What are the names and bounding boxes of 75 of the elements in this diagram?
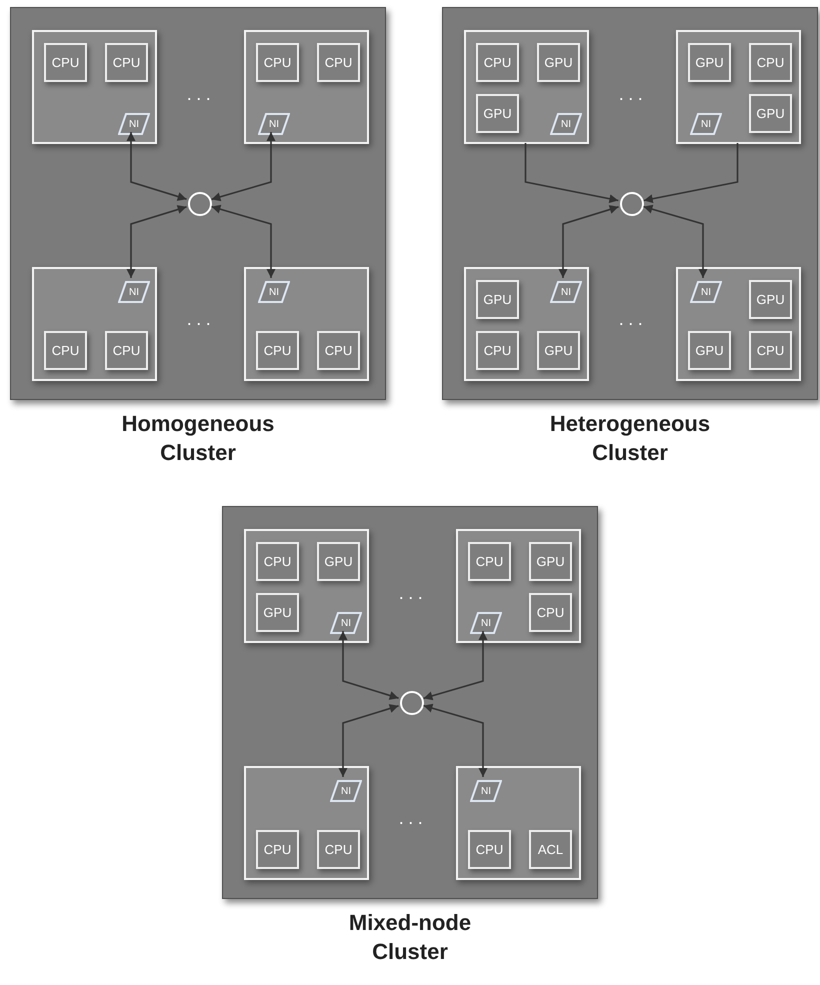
processor-box: ACL	[529, 830, 572, 869]
network-interface: NI	[470, 612, 502, 634]
network-interface: NI	[690, 281, 722, 303]
processor-box: CPU	[256, 542, 299, 581]
arrow	[126, 205, 187, 278]
machine-box	[244, 529, 369, 643]
processor-box: CPU	[749, 43, 792, 82]
arrow	[126, 132, 187, 201]
arrow	[643, 204, 708, 278]
cluster-title: Homogeneous Cluster	[120, 410, 276, 467]
processor-box: GPU	[537, 43, 580, 82]
processor-box: CPU	[317, 43, 360, 82]
processor-box: GPU	[749, 280, 792, 319]
network-interface: NI	[330, 780, 362, 802]
processor-box: CPU	[105, 331, 148, 370]
network-interface: NI	[118, 281, 150, 303]
ellipsis: ...	[618, 85, 648, 103]
processor-box: GPU	[529, 542, 572, 581]
network-interface: NI	[550, 281, 582, 303]
processor-box: CPU	[468, 542, 511, 581]
network-interface: NI	[550, 113, 582, 135]
processor-box: GPU	[256, 593, 299, 632]
network-interface: NI	[258, 281, 290, 303]
processor-box: GPU	[537, 331, 580, 370]
processor-box: GPU	[476, 94, 519, 133]
machine-box	[464, 267, 589, 381]
processor-box: CPU	[749, 331, 792, 370]
processor-box: CPU	[317, 331, 360, 370]
ellipsis: ...	[186, 85, 216, 103]
processor-box: CPU	[256, 830, 299, 869]
machine-box	[464, 30, 589, 144]
machine-box	[32, 30, 157, 144]
arrow	[211, 132, 276, 202]
processor-box: CPU	[256, 331, 299, 370]
machine-box	[676, 30, 801, 144]
machine-box	[244, 267, 369, 381]
processor-box: GPU	[749, 94, 792, 133]
arrow	[423, 704, 488, 777]
arrow	[558, 205, 619, 278]
processor-box: GPU	[317, 542, 360, 581]
arrow	[524, 143, 618, 204]
machine-box	[244, 30, 369, 144]
arrow	[211, 204, 276, 278]
processor-box: CPU	[468, 830, 511, 869]
processor-box: CPU	[44, 331, 87, 370]
arrow	[423, 631, 488, 700]
machine-box	[676, 267, 801, 381]
machine-box	[32, 267, 157, 381]
cluster-title: Mixed-node Cluster	[348, 909, 472, 966]
processor-box: GPU	[688, 331, 731, 370]
processor-box: GPU	[688, 43, 731, 82]
network-interface: NI	[330, 612, 362, 634]
network-interface: NI	[258, 113, 290, 135]
arrow	[644, 143, 738, 204]
network-interface: NI	[690, 113, 722, 135]
network-interface: NI	[470, 780, 502, 802]
processor-box: CPU	[317, 830, 360, 869]
machine-box	[456, 766, 581, 880]
ellipsis: ...	[398, 584, 428, 602]
processor-box: CPU	[105, 43, 148, 82]
processor-box: CPU	[44, 43, 87, 82]
processor-box: CPU	[476, 43, 519, 82]
processor-box: GPU	[476, 280, 519, 319]
arrow	[338, 704, 399, 777]
processor-box: CPU	[476, 331, 519, 370]
processor-box: CPU	[529, 593, 572, 632]
cluster-title: Heterogeneous Cluster	[548, 410, 712, 467]
ellipsis: ...	[398, 809, 428, 827]
machine-box	[456, 529, 581, 643]
ellipsis: ...	[186, 310, 216, 328]
machine-box	[244, 766, 369, 880]
ellipsis: ...	[618, 310, 648, 328]
arrow	[338, 631, 399, 700]
processor-box: CPU	[256, 43, 299, 82]
network-interface: NI	[118, 113, 150, 135]
